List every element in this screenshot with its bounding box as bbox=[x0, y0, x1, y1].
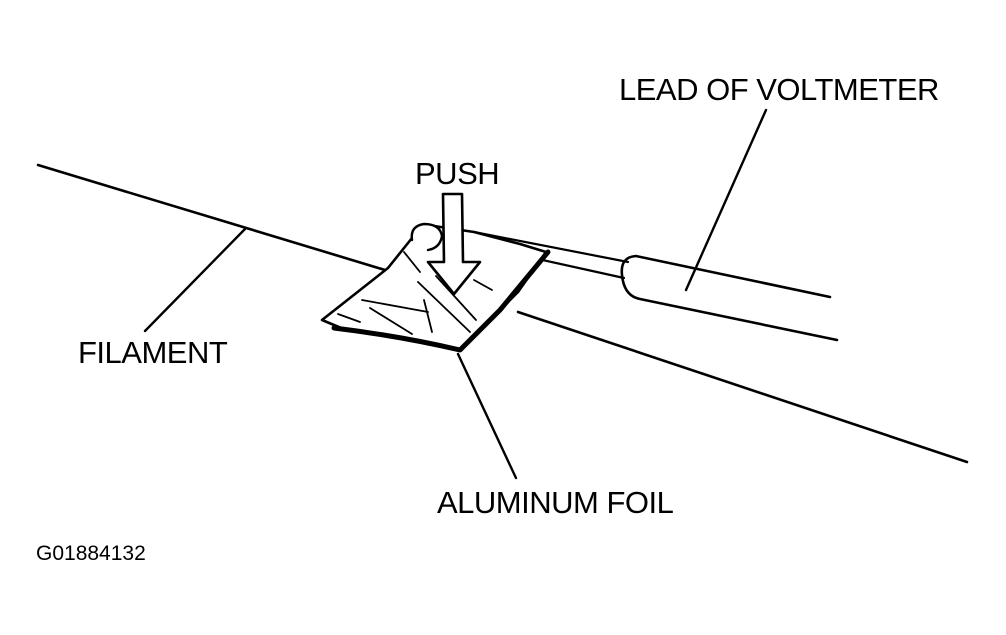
aluminum-foil-edge bbox=[331, 249, 551, 353]
push-label: PUSH bbox=[415, 156, 500, 191]
figure-id-label: G01884132 bbox=[36, 542, 146, 565]
push-arrow-icon bbox=[426, 192, 482, 296]
leader-filament bbox=[143, 227, 247, 333]
finger-tip bbox=[410, 222, 444, 252]
filament-line-right bbox=[516, 310, 969, 464]
probe-rod-top bbox=[472, 230, 630, 264]
aluminum-foil-label: ALUMINUM FOIL bbox=[437, 485, 674, 520]
aluminum-foil-creases bbox=[337, 251, 493, 335]
lead-of-voltmeter-label: LEAD OF VOLTMETER bbox=[619, 72, 939, 107]
filament-label: FILAMENT bbox=[78, 335, 228, 370]
filament-line-left bbox=[36, 163, 387, 272]
leader-lead-of-voltmeter bbox=[684, 108, 768, 292]
probe-body bbox=[620, 254, 839, 342]
leader-aluminum-foil bbox=[456, 352, 518, 480]
